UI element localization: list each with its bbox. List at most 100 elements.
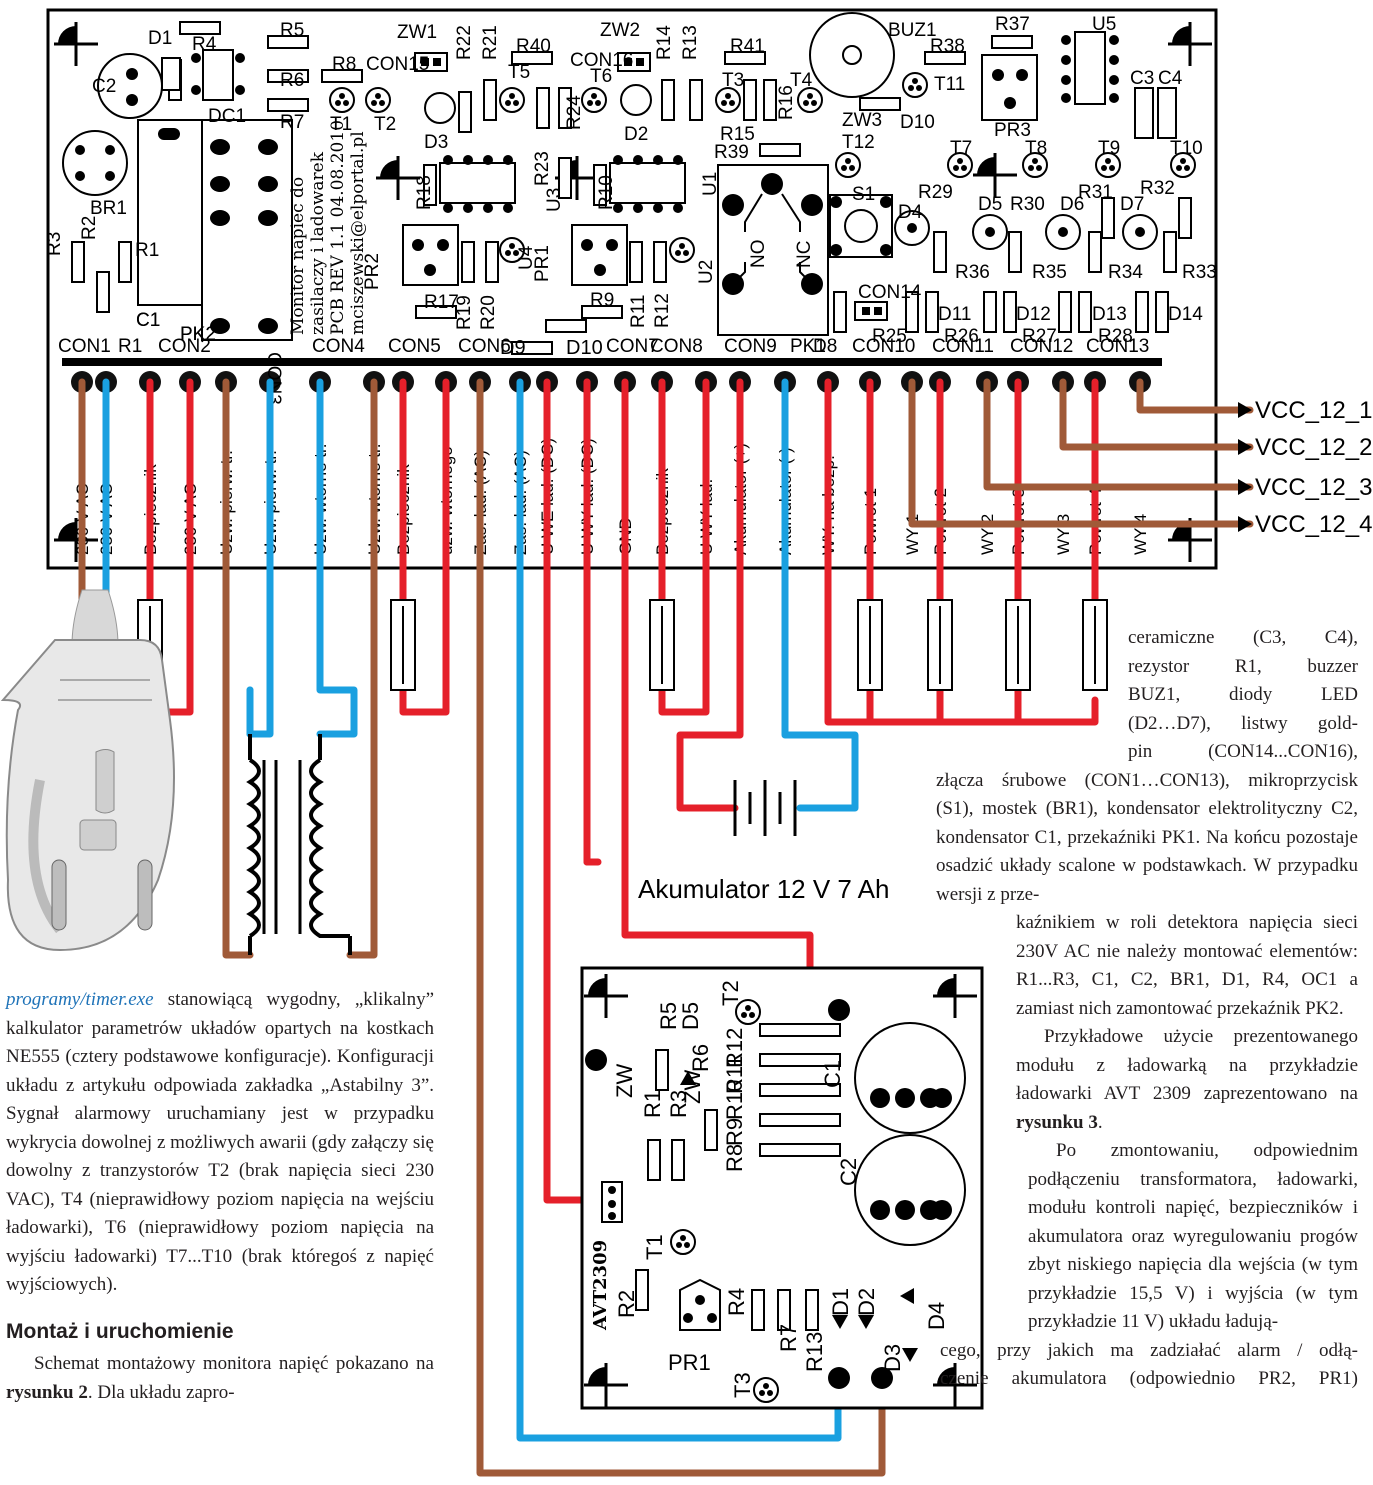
transformer <box>246 734 352 955</box>
part-label: T11 <box>934 74 965 95</box>
left-para2-ref: rysunku 2 <box>6 1381 88 1403</box>
board-text-line-2: zasilaczy i ladowarek <box>308 151 328 335</box>
part-label: PR2 <box>362 253 383 290</box>
part-label: U3 <box>544 188 565 212</box>
connector-label: CON7 <box>606 336 659 357</box>
part-label: R6 <box>280 70 304 91</box>
part-label: T12 <box>842 132 875 153</box>
charger-part-label: D3 <box>880 1344 905 1372</box>
part-label: R33 <box>1182 262 1217 283</box>
charger-part-label: R9 <box>722 1118 747 1146</box>
svg-text:PK1: PK1 <box>790 336 826 357</box>
part-label: R25 <box>872 326 907 347</box>
right-para2-pre: Przykładowe użycie prezentowanego modułu… <box>1016 1026 1358 1104</box>
part-label: R19 <box>454 295 475 330</box>
connector-label: CON6 <box>458 336 511 357</box>
part-label: BUZ1 <box>888 20 937 41</box>
charger-part-label: R5 <box>656 1002 681 1030</box>
svg-text:D8: D8 <box>813 336 837 357</box>
right-line-4: (D2…D7), listwy gold- <box>1128 712 1358 734</box>
part-label: R40 <box>516 36 551 57</box>
connector-label: CON14 <box>858 282 922 303</box>
part-label: R16 <box>776 85 797 120</box>
part-label: R4 <box>192 34 217 55</box>
charger-part-label: D4 <box>924 1302 949 1330</box>
part-label: D10 <box>900 112 935 133</box>
right-para3-cut: czenie akumulatora (odpowiednio PR2, PR1… <box>940 1368 1358 1389</box>
article-left: programy/timer.exe stanowiącą wygodny, „… <box>6 986 434 1407</box>
part-label: R10 <box>596 175 617 210</box>
part-label: D11 <box>938 304 971 325</box>
part-label: D13 <box>1092 304 1127 325</box>
part-label: R9 <box>590 290 614 311</box>
connector-label: CON15 <box>366 54 429 75</box>
vcc-label: VCC_12_2 <box>1255 434 1372 461</box>
vcc-label: VCC_12_1 <box>1255 397 1372 424</box>
part-label: ZW2 <box>600 20 640 41</box>
charger-part-label: R7 <box>776 1324 801 1352</box>
svg-text:D9: D9 <box>500 337 526 359</box>
svg-text:PK2: PK2 <box>180 324 216 345</box>
part-label: D7 <box>1120 194 1144 215</box>
part-label: R13 <box>680 25 701 60</box>
part-label: U4 <box>516 245 537 270</box>
part-label: U5 <box>1092 14 1116 35</box>
c1-outline <box>137 119 203 306</box>
connector-label: CON1 <box>58 336 111 357</box>
part-label: T9 <box>1098 138 1120 159</box>
vcc-label: VCC_12_4 <box>1255 511 1372 538</box>
part-label: R3 <box>44 232 65 256</box>
svg-text:C1: C1 <box>136 310 160 331</box>
part-label: NC <box>794 241 815 268</box>
part-label: R26 <box>944 326 979 347</box>
part-label: U2 <box>696 260 717 284</box>
part-label: R7 <box>280 112 304 133</box>
part-label: R29 <box>918 182 953 203</box>
part-label: R5 <box>280 20 304 41</box>
part-label: R38 <box>930 36 965 57</box>
charger-part-label: D1 <box>828 1288 853 1316</box>
part-label: R23 <box>532 151 553 186</box>
charger-part-label: R3 <box>666 1090 691 1118</box>
part-label: R18 <box>414 175 435 210</box>
part-label: R15 <box>720 124 755 145</box>
left-para1-text: stanowiącą wygodny, „klikalny” kalkulato… <box>6 989 434 1295</box>
charger-part-label: D2 <box>854 1288 879 1316</box>
part-label: NO <box>748 240 769 269</box>
connector-label: CON11 <box>932 336 994 357</box>
part-label: R36 <box>955 262 990 283</box>
right-line-5: pin (CON14...CON16), <box>1128 741 1358 762</box>
part-label: R22 <box>454 25 475 60</box>
part-label: T5 <box>508 62 530 83</box>
connector-label: CON8 <box>650 336 703 357</box>
part-label: R24 <box>564 95 585 130</box>
svg-text:D10: D10 <box>566 337 603 359</box>
charger-part-label: T3 <box>730 1372 755 1398</box>
svg-text:AVT2309: AVT2309 <box>590 1240 611 1331</box>
svg-text:R1: R1 <box>118 336 142 357</box>
timer-link[interactable]: programy/timer.exe <box>6 989 154 1010</box>
br1-bridge <box>62 130 128 196</box>
terminal-label: WY 3 <box>1054 514 1073 555</box>
connector-label: CON10 <box>852 336 915 357</box>
part-label: BR1 <box>90 198 127 219</box>
part-label: R1 <box>135 240 159 261</box>
charger-part-label: R6 <box>688 1044 713 1072</box>
charger-part-label: R2 <box>614 1290 639 1318</box>
right-para2-ref: rysunku 3 <box>1016 1111 1098 1133</box>
charger-part-label: ZW <box>612 1064 637 1098</box>
part-label: R20 <box>478 295 499 330</box>
left-para2-post: . Dla układu zapro- <box>87 1381 235 1403</box>
connector-label: CON13 <box>1086 336 1149 357</box>
part-label: C1 <box>136 310 160 331</box>
charger-part-label: R11 <box>722 1055 747 1094</box>
right-line-2: rezystor R1, buzzer <box>1128 655 1358 677</box>
charger-part-label: R4 <box>724 1288 749 1316</box>
charger-part-label: D5 <box>678 1002 703 1030</box>
part-label: D4 <box>898 202 923 223</box>
part-label: D1 <box>148 28 172 49</box>
part-label: R27 <box>1022 326 1057 347</box>
part-label: U1 <box>700 172 721 196</box>
part-label: ZW1 <box>397 22 437 43</box>
